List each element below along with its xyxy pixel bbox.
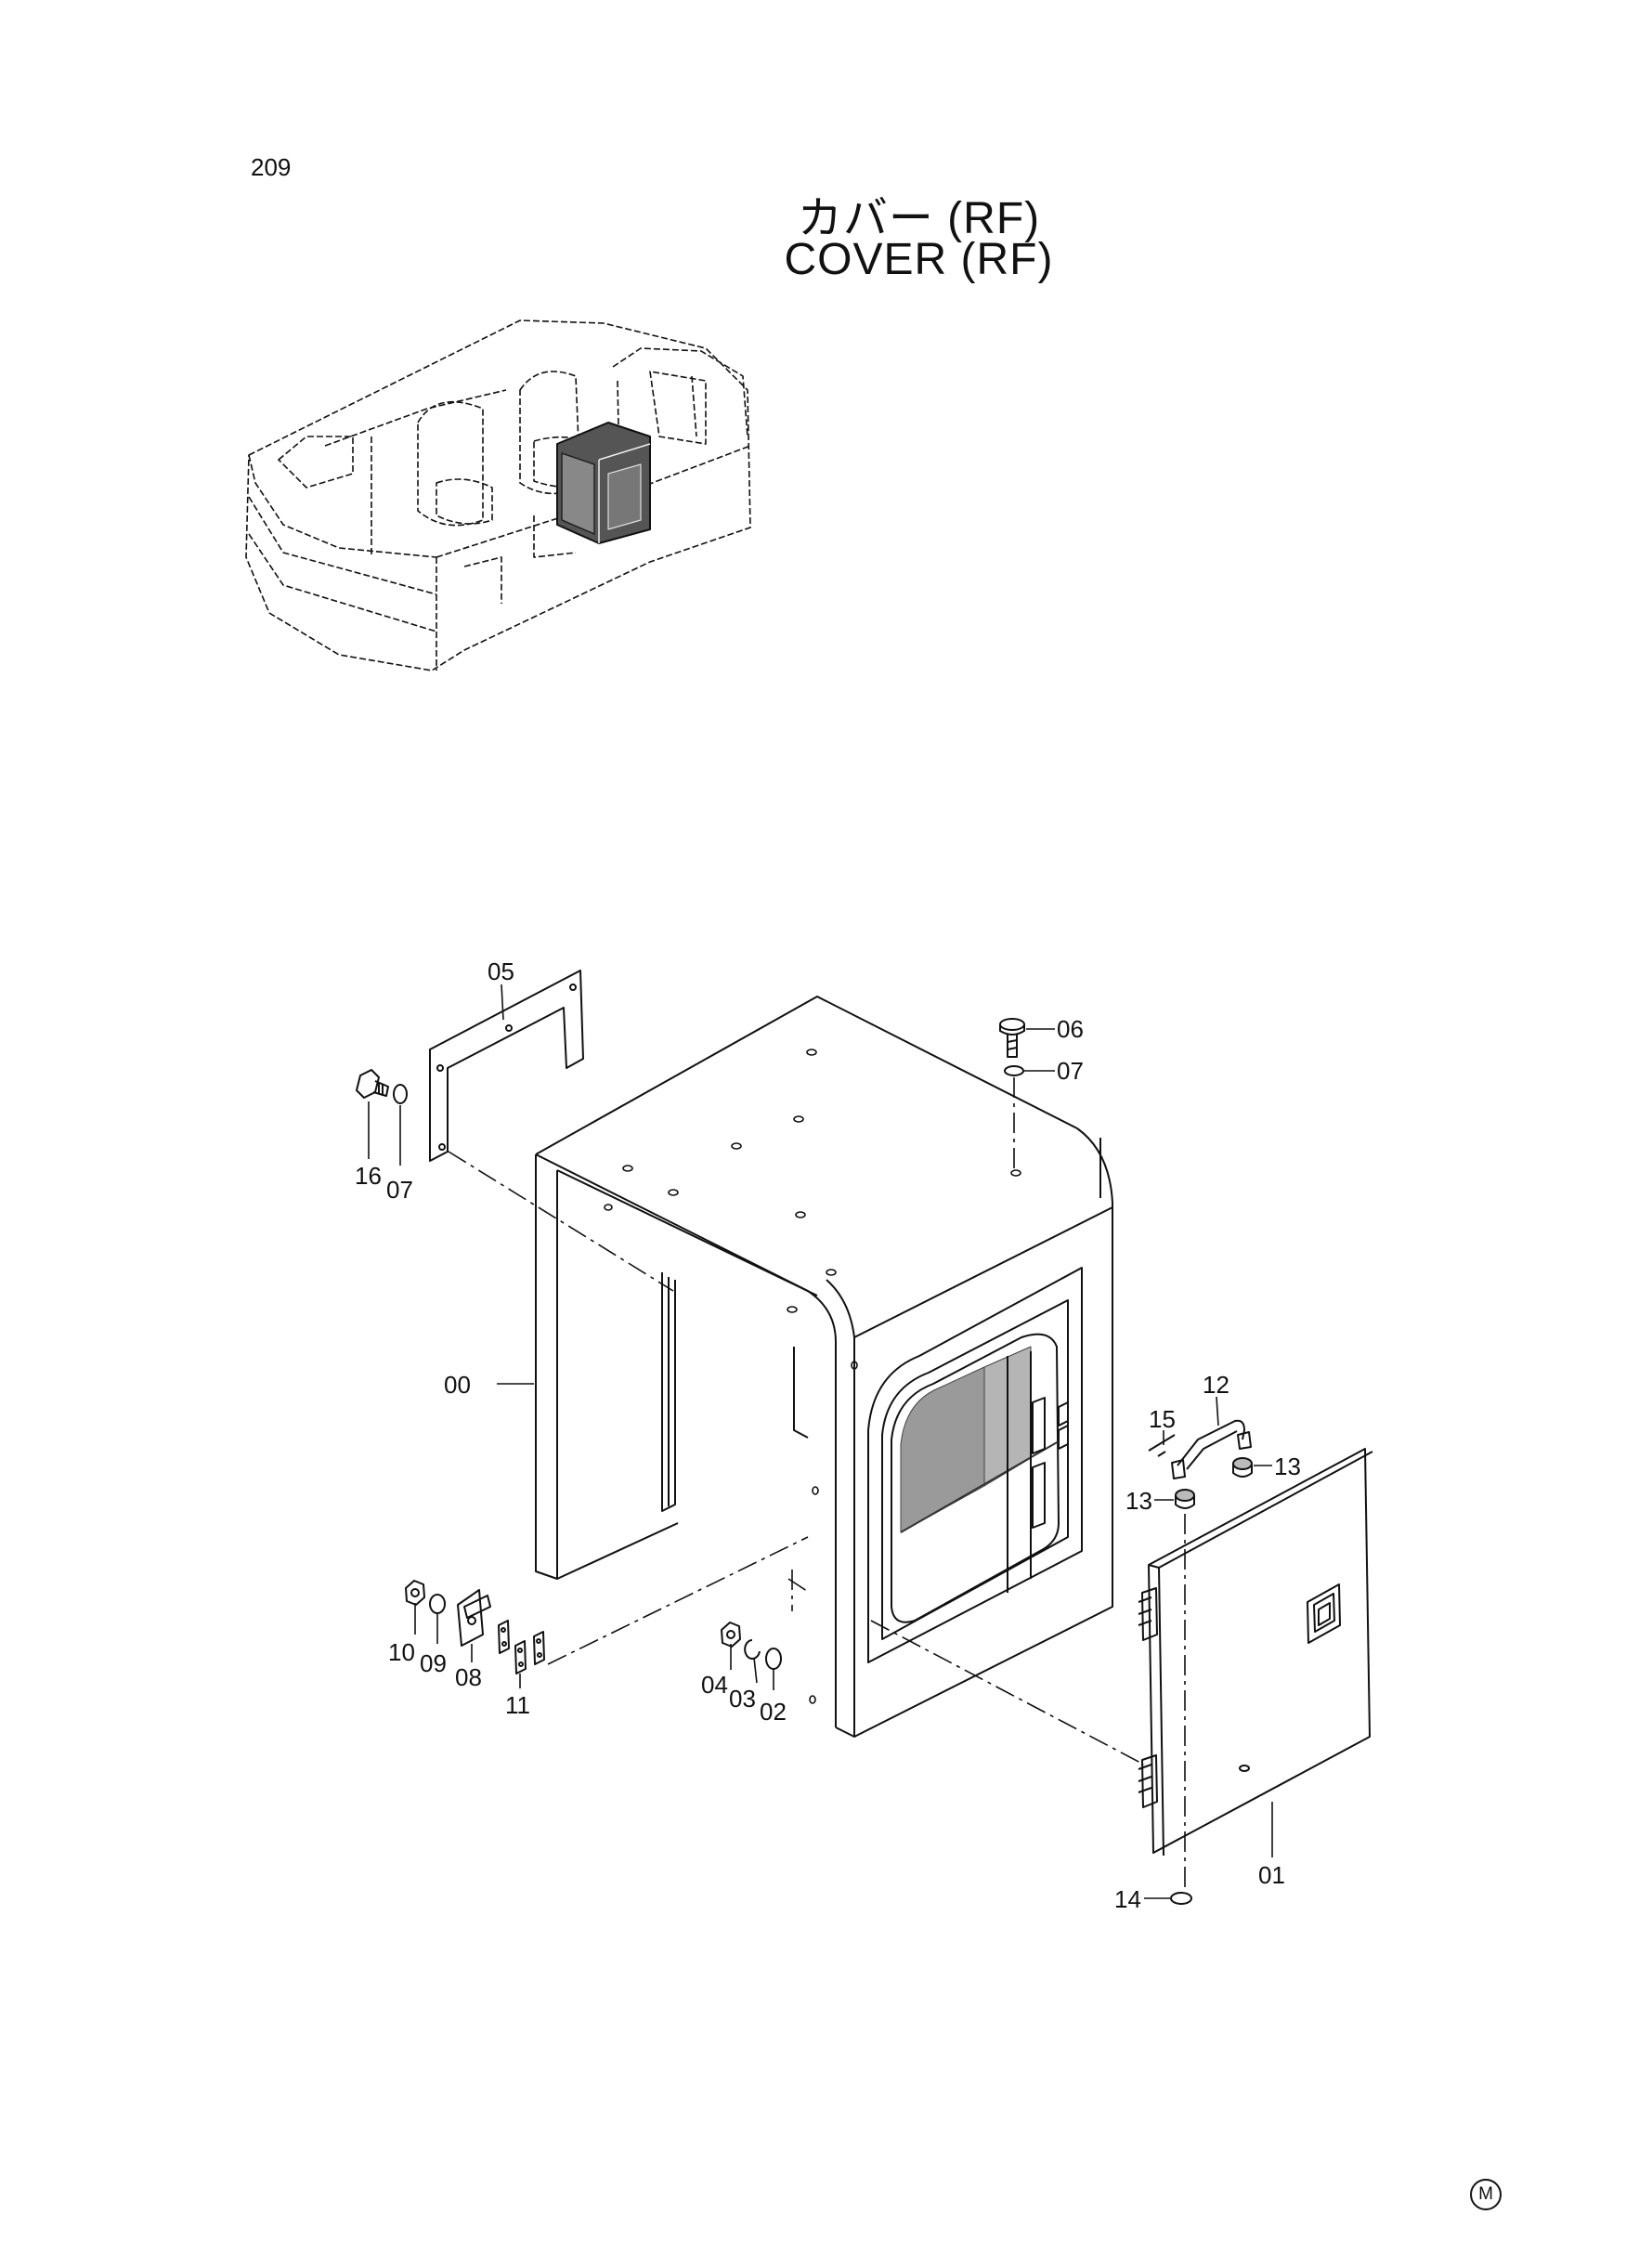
door-01 — [1138, 1448, 1373, 1857]
callout-15: 15 — [1149, 1405, 1176, 1433]
callout-01: 01 — [1258, 1861, 1285, 1889]
callout-05: 05 — [488, 958, 514, 985]
top-panel-holes — [604, 1049, 1021, 1704]
callout-labels: 05 06 07 16 07 00 12 15 13 13 10 09 08 1… — [355, 958, 1301, 1913]
washer-14 — [1170, 1892, 1192, 1905]
alignment-lines — [448, 1077, 1186, 1891]
bushing-13-left — [1175, 1489, 1195, 1509]
washer-07-left — [393, 1084, 408, 1104]
nut-04 — [721, 1622, 741, 1648]
bolt-16 — [356, 1069, 389, 1099]
washer-07-top — [1004, 1065, 1024, 1076]
bracket-05 — [429, 970, 584, 1162]
washer-02 — [765, 1648, 782, 1670]
locator-machine — [245, 319, 751, 671]
callout-14: 14 — [1114, 1885, 1141, 1913]
callout-06: 06 — [1057, 1015, 1084, 1043]
locator-cover-highlight — [556, 422, 651, 544]
title-english: COVER (RF) — [784, 235, 1054, 284]
washer-09 — [429, 1594, 446, 1614]
page-number: 209 — [251, 153, 292, 181]
callout-09: 09 — [420, 1649, 447, 1677]
title-japanese: カバー (RF) — [797, 194, 1041, 243]
callout-04: 04 — [701, 1671, 728, 1699]
callout-00: 00 — [444, 1371, 471, 1399]
handle-12 — [1171, 1419, 1252, 1479]
plate-08 — [457, 1589, 491, 1647]
bolt-06 — [999, 1018, 1025, 1058]
lock-washer-03 — [744, 1639, 761, 1660]
callout-11: 11 — [505, 1691, 530, 1719]
callout-02: 02 — [760, 1698, 787, 1726]
callout-08: 08 — [455, 1663, 482, 1691]
cover-body — [535, 996, 1113, 1738]
callout-10: 10 — [388, 1638, 415, 1666]
leader-lines — [368, 984, 1273, 1899]
callout-12: 12 — [1203, 1371, 1229, 1399]
callout-07-left: 07 — [386, 1176, 413, 1204]
callout-13-left: 13 — [1125, 1487, 1152, 1515]
manufacturer-mark: M — [1470, 2179, 1502, 2210]
shims-11 — [498, 1620, 545, 1674]
callout-03: 03 — [729, 1685, 756, 1713]
callout-16: 16 — [355, 1162, 382, 1190]
nut-10 — [405, 1580, 425, 1606]
pin-15 — [1148, 1434, 1176, 1457]
bushing-13-right — [1232, 1457, 1253, 1478]
callout-13-right: 13 — [1274, 1453, 1301, 1480]
callout-07-top: 07 — [1057, 1057, 1084, 1085]
